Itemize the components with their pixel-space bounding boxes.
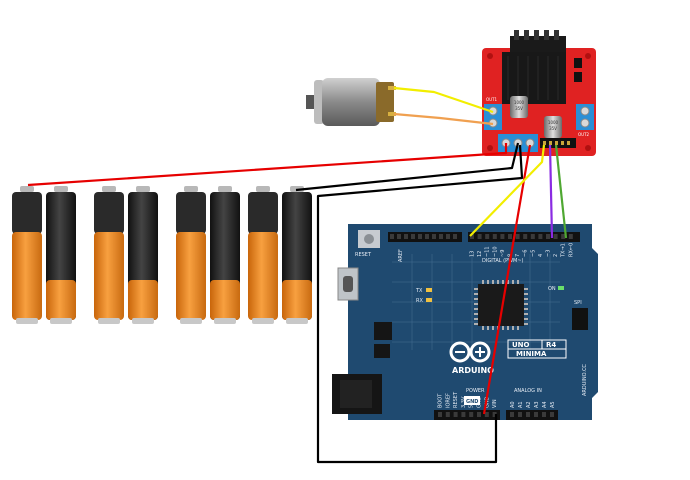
analog-pin-label: A1 — [518, 401, 524, 408]
tx-label: TX — [415, 288, 423, 294]
driver-jumper-2 — [574, 72, 582, 82]
gnd-label: GND — [466, 399, 478, 405]
battery-pack — [12, 186, 312, 324]
motor-body — [322, 78, 380, 126]
cap-label-1: 1000 — [514, 100, 525, 105]
power-header — [434, 410, 500, 420]
digital-label: DIGITAL (PWM~) — [482, 258, 524, 264]
battery-cell — [128, 186, 158, 324]
cap-label-4: 35V — [549, 126, 557, 131]
motor-terminal-2 — [388, 112, 396, 116]
motor-shaft — [306, 95, 316, 109]
battery-cell — [248, 186, 278, 324]
motor-wire-orange — [393, 112, 494, 126]
dc-motor — [306, 78, 396, 126]
brand-label: ARDUINO — [452, 366, 494, 375]
mount-hole-4 — [585, 145, 591, 151]
cap-label-3: 1000 — [548, 120, 559, 125]
power-pin-label: BOOT — [438, 393, 444, 408]
rx-label: RX — [416, 298, 423, 304]
power-pin-label: 3.3V — [461, 396, 467, 408]
gnd-highlight — [464, 396, 480, 405]
digital-pin-label: 7 — [515, 254, 521, 257]
digital-pin-label: 12 — [477, 251, 483, 257]
spi-label: SPI — [574, 300, 582, 306]
signal-wire-green — [554, 144, 568, 239]
tx-led — [426, 288, 432, 292]
battery-cell — [282, 186, 312, 324]
l298n-driver-board: 1000 35V 1000 35V OUT1 OUT2 — [482, 30, 596, 156]
logic-power-wire-red — [482, 144, 532, 415]
on-led — [558, 286, 564, 290]
battery-negative-wire-black — [295, 142, 520, 192]
signal-wire-purple — [548, 144, 554, 239]
rx-led — [426, 298, 432, 302]
mount-hole-3 — [487, 145, 493, 151]
battery-cell — [94, 186, 124, 324]
battery-cell — [210, 186, 240, 324]
battery-cell — [46, 186, 76, 324]
digital-pin-label: TX→1 — [561, 243, 567, 258]
arduino-uno-r4-minima: RESET TX RX ON SPI UNO R4 MINIMA ARDUINO — [332, 224, 598, 420]
digital-pin-label: RX←0 — [568, 243, 574, 257]
reset-label: RESET — [355, 252, 372, 258]
digital-pin-label: ~9 — [500, 250, 506, 257]
spi-header — [572, 308, 588, 330]
driver-ic — [502, 52, 566, 104]
power-pin-label: GND — [484, 396, 490, 408]
digital-pin-label: ~5 — [530, 250, 536, 257]
analog-pin-label: A3 — [534, 401, 540, 408]
model-uno: UNO — [512, 341, 530, 349]
analog-pin-label: A0 — [510, 401, 516, 408]
motor-terminal-1 — [388, 86, 396, 90]
driver-jumper-1 — [574, 58, 582, 68]
analog-pin-label: A4 — [542, 401, 548, 408]
analog-pin-label: A5 — [550, 401, 556, 408]
power-pin-label: VIN — [492, 399, 498, 408]
arduino-logo — [449, 341, 491, 363]
battery-positive-wire-red — [27, 143, 508, 187]
cap-label-2: 35V — [515, 106, 523, 111]
battery-cell — [12, 186, 42, 324]
model-minima: MINIMA — [516, 350, 547, 358]
small-ic-2 — [374, 344, 390, 358]
power-label: POWER — [466, 388, 485, 394]
out1-label: OUT1 — [486, 97, 498, 102]
driver-out2-terminal — [576, 104, 594, 130]
power-pin-label: RESET — [453, 391, 459, 408]
digital-pin-label: ~11 — [485, 246, 491, 257]
battery-cell — [176, 186, 206, 324]
digital-pin-label: 13 — [470, 251, 476, 257]
model-r4: R4 — [546, 341, 556, 349]
analog-pin-label: A2 — [526, 401, 532, 408]
mount-hole-2 — [585, 53, 591, 59]
motor-wire-yellow — [393, 86, 494, 114]
digital-pin-label: 2 — [553, 254, 559, 257]
motor-endcap — [314, 80, 324, 124]
on-label: ON — [548, 286, 556, 292]
ground-wire-black — [316, 144, 524, 464]
out2-label: OUT2 — [578, 132, 590, 137]
capacitor-1: 1000 35V — [510, 96, 528, 118]
small-ic-1 — [374, 322, 392, 340]
analog-label: ANALOG IN — [514, 388, 542, 394]
aref-label: AREF — [398, 249, 404, 262]
digital-pin-label: ~3 — [546, 250, 552, 257]
analog-header — [506, 410, 558, 420]
digital-pin-label: ~6 — [523, 250, 529, 257]
mount-hole-1 — [487, 53, 493, 59]
signal-wire-yellow — [469, 144, 546, 237]
power-pin-label: IOREF — [445, 393, 451, 408]
digital-pin-label: ~10 — [492, 246, 498, 257]
digital-pin-label: 4 — [538, 254, 544, 257]
side-text: ARDUINO.CC — [582, 364, 588, 396]
capacitor-2: 1000 35V — [544, 116, 562, 138]
